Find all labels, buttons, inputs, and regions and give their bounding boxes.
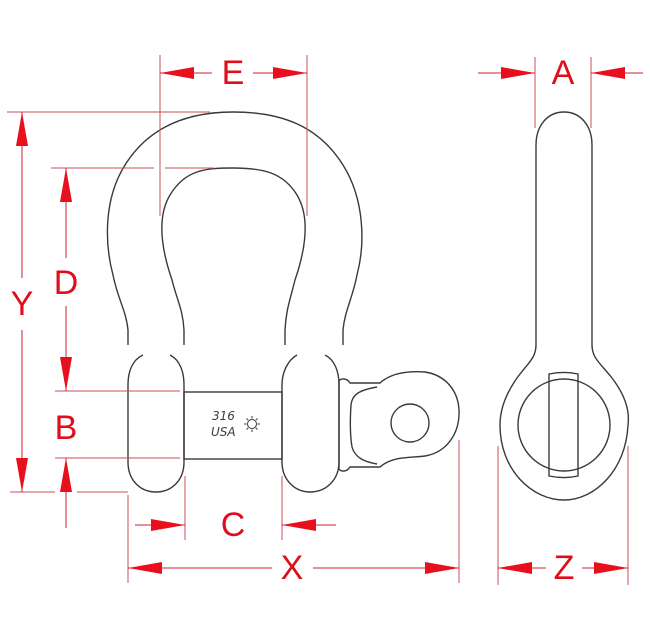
dimension-d: D [51,167,214,392]
pin-eye-hole [390,403,430,443]
sun-icon [244,416,260,432]
left-lug-outline [127,354,185,493]
shackle-front-view: 316 USA [106,111,460,493]
dimension-label-b: B [55,409,78,447]
stamp-316: 316 [212,409,235,423]
right-lug-outline [281,354,340,493]
bow-outer-outline [106,111,363,345]
dimension-label-z: Z [554,549,575,587]
side-eye-inner [517,378,611,472]
dimension-label-e: E [222,54,245,92]
dimension-label-x: X [281,549,304,587]
dimension-e: E [159,54,308,216]
stamp-usa: USA [211,425,236,439]
dimension-y: Y [7,111,210,493]
side-body-outline [499,111,630,501]
dimension-label-a: A [552,54,575,92]
pin-head-collar-outline [349,386,378,465]
pin-head-outline [338,371,460,472]
dimension-z: Z [497,446,629,587]
pin-shank-outline [183,391,283,460]
shackle-side-view [499,111,630,501]
dimension-x: X [127,440,460,587]
dimension-label-y: Y [11,285,34,323]
dimension-label-c: C [221,506,246,544]
dimension-a: A [478,54,643,128]
side-pin-outline [548,371,579,479]
dimension-label-d: D [54,264,79,302]
dimension-c: C [135,476,336,544]
bow-inner-outline [161,167,306,345]
dimension-b: B [55,409,180,528]
